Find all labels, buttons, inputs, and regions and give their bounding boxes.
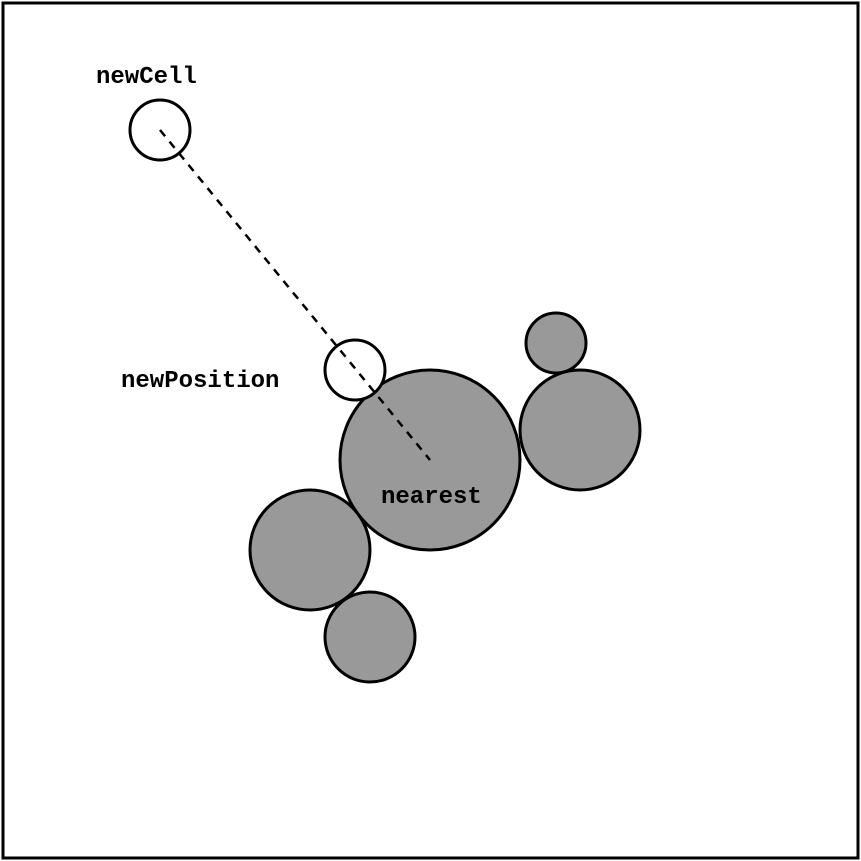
placed-cell-right [518,368,642,492]
placed-cell-small-top [524,311,588,375]
placed-cell-left [248,488,372,612]
new-position-circle [323,338,387,402]
nearest-label: nearest [381,484,482,511]
new-cell-label: newCell [96,64,197,91]
dashed-connector-line [159,129,431,461]
nearest-cell [338,368,522,552]
placed-cell-bottom [323,590,417,684]
new-position-label: newPosition [121,368,279,395]
